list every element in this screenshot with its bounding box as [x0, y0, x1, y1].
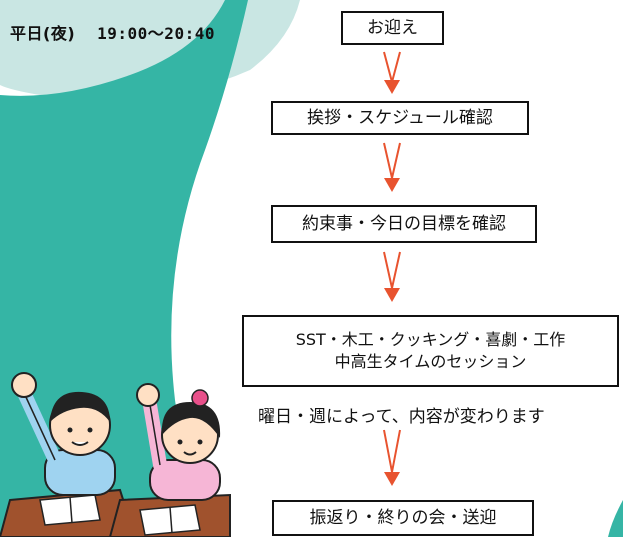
step-closing: 振返り・終りの会・送迎	[272, 500, 534, 536]
day-label: 平日(夜)	[10, 24, 76, 43]
arrow-3	[383, 251, 401, 302]
time-range: 19:00～20:40	[97, 24, 215, 43]
book-right	[139, 504, 201, 536]
boy-hair	[50, 391, 110, 422]
step-goals-label: 約束事・今日の目標を確認	[302, 213, 506, 234]
girl-hand	[136, 383, 160, 407]
boy-hand	[11, 372, 37, 398]
step-session: SST・木工・クッキング・喜劇・工作 中高生タイムのセッション	[242, 315, 619, 387]
arrow-2	[383, 142, 401, 192]
step-session-line-2: 中高生タイムのセッション	[334, 352, 527, 371]
arrow-1	[383, 51, 401, 94]
children-illustration	[0, 372, 231, 537]
teal-corner	[608, 500, 623, 537]
step-pickup: お迎え	[341, 11, 444, 45]
content-varies-note: 曜日・週によって、内容が変わります	[258, 407, 545, 427]
step-goals: 約束事・今日の目標を確認	[271, 205, 537, 243]
step-greeting-label: 挨拶・スケジュール確認	[307, 107, 493, 128]
girl-hair	[161, 402, 221, 438]
girl-ponytail	[191, 389, 209, 407]
step-session-line-1: SST・木工・クッキング・喜劇・工作	[295, 330, 566, 350]
arrow-4	[383, 429, 401, 486]
schedule-header: 平日(夜) 19:00～20:40	[10, 20, 215, 44]
step-greeting: 挨拶・スケジュール確認	[271, 101, 529, 135]
step-pickup-label: お迎え	[367, 17, 418, 38]
book-left	[39, 494, 101, 526]
step-closing-label: 振返り・終りの会・送迎	[309, 507, 497, 528]
